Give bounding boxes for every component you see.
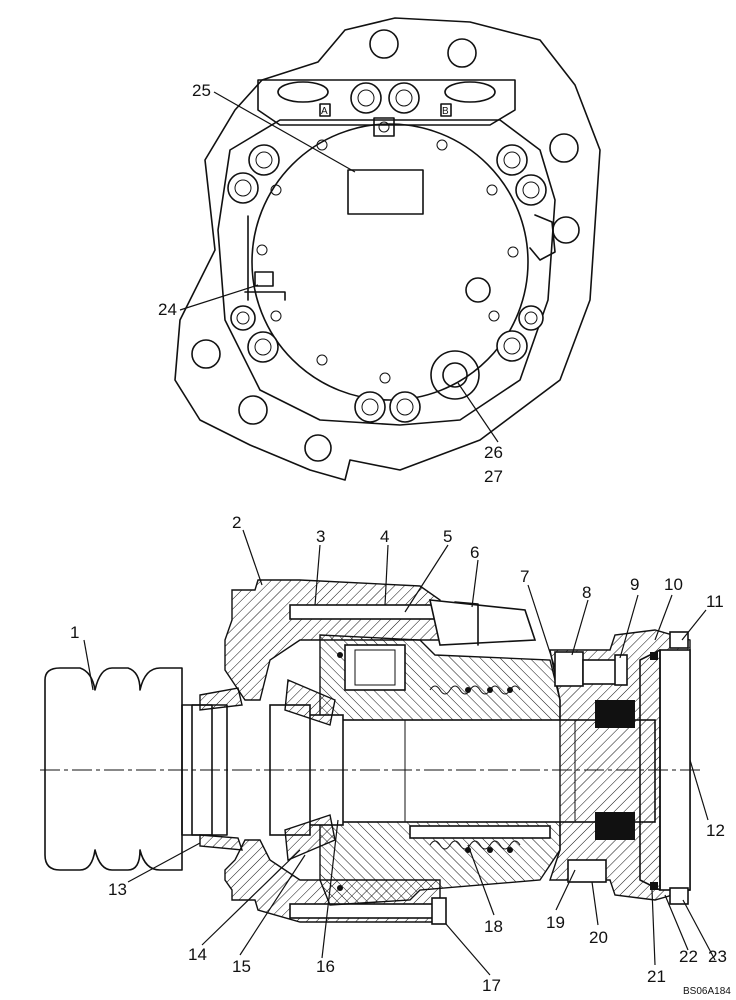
callout-23: 23 (708, 947, 727, 966)
callout-4: 4 (380, 527, 389, 546)
callout-17: 17 (482, 976, 501, 995)
callout-13: 13 (108, 880, 127, 899)
callout-3: 3 (316, 527, 325, 546)
callout-20: 20 (589, 928, 608, 947)
callout-21: 21 (647, 967, 666, 986)
callout-11: 11 (706, 592, 724, 611)
port-label-a: A (321, 106, 328, 117)
callout-5: 5 (443, 527, 452, 546)
callout-9: 9 (630, 575, 639, 594)
callout-1: 1 (70, 623, 79, 642)
callout-7: 7 (520, 567, 529, 586)
callout-18: 18 (484, 917, 503, 936)
callout-24: 24 (158, 300, 177, 319)
callout-15: 15 (232, 957, 251, 976)
callout-22: 22 (679, 947, 698, 966)
callout-16: 16 (316, 957, 335, 976)
callout-12: 12 (706, 821, 725, 840)
callout-10: 10 (664, 575, 683, 594)
top-end-view: A B (174, 17, 601, 481)
cross-section-view (40, 579, 700, 925)
port-label-b: B (442, 106, 449, 117)
callout-8: 8 (582, 583, 591, 602)
callout-27: 27 (484, 467, 503, 486)
callout-19: 19 (546, 913, 565, 932)
leader-lines (83, 91, 716, 976)
callout-14: 14 (188, 945, 207, 964)
callout-25: 25 (192, 81, 211, 100)
callout-26: 26 (484, 443, 503, 462)
callout-6: 6 (470, 543, 479, 562)
figure-code: BS06A184 (683, 986, 731, 997)
callout-2: 2 (232, 513, 241, 532)
callout-labels: 1 2 3 4 5 6 7 8 9 10 11 12 13 14 15 16 1… (70, 81, 727, 995)
